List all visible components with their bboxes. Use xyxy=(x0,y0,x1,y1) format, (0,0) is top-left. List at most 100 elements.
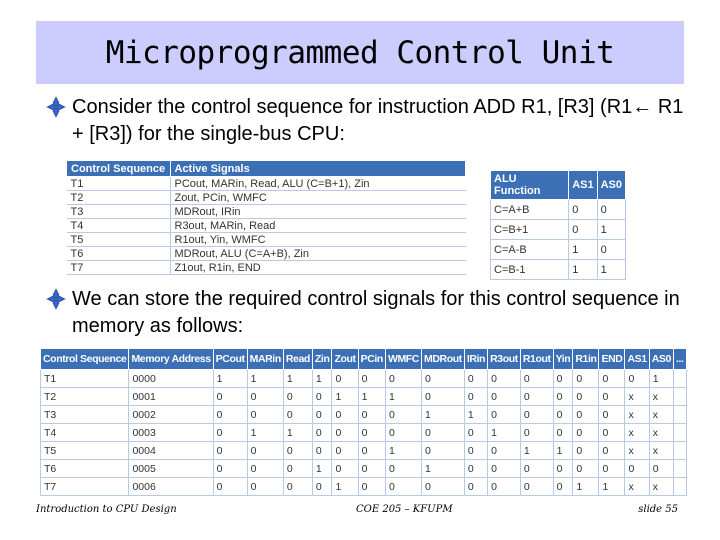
table-cell: 0 xyxy=(519,387,554,406)
table-cell: 0 xyxy=(212,387,248,406)
table-cell: 0 xyxy=(598,405,626,424)
column-header: Zout xyxy=(331,348,359,370)
table-cell: 0 xyxy=(598,423,626,442)
table-cell: 1 xyxy=(246,369,284,388)
table-cell: 0 xyxy=(568,219,598,240)
table-cell: 0 xyxy=(552,387,574,406)
table-cell: C=B-1 xyxy=(489,259,570,280)
table-cell: 1 xyxy=(311,459,333,478)
table-cell: T3 xyxy=(66,204,171,219)
table-cell: T7 xyxy=(39,477,130,496)
bullet-2-text: We can store the required control signal… xyxy=(72,288,680,337)
table-cell: 0 xyxy=(246,477,284,496)
table-cell: 0 xyxy=(487,459,521,478)
table-cell: 1 xyxy=(331,477,359,496)
table-cell: 1 xyxy=(311,369,333,388)
table-cell: 0 xyxy=(357,405,386,424)
diamond-bullet-icon xyxy=(46,288,66,310)
table-cell: 1 xyxy=(568,259,598,280)
table-cell: 0 xyxy=(624,459,650,478)
table-cell: 0 xyxy=(311,477,333,496)
table-cell: 0 xyxy=(212,441,248,460)
table-cell: 0 xyxy=(384,405,423,424)
table-cell: 0 xyxy=(648,459,674,478)
table-cell: 0 xyxy=(421,477,465,496)
table-cell: 0 xyxy=(552,405,574,424)
table-cell: 0 xyxy=(552,369,574,388)
table-cell: Z1out, R1in, END xyxy=(170,260,466,275)
table-cell: 0 xyxy=(311,441,333,460)
table-cell: 0 xyxy=(552,423,574,442)
table-cell: 0 xyxy=(357,423,386,442)
table-cell: 0 xyxy=(598,441,626,460)
table-cell: 0 xyxy=(282,387,313,406)
table-cell: MDRout, IRin xyxy=(170,204,466,219)
table-cell: 1 xyxy=(519,441,554,460)
table-cell: 0 xyxy=(246,459,284,478)
table-cell: 1 xyxy=(487,423,521,442)
table-cell: 0 xyxy=(212,423,248,442)
slide-title: Microprogrammed Control Unit xyxy=(105,34,615,71)
table-cell: 0 xyxy=(519,405,554,424)
table-cell: 0 xyxy=(596,199,627,220)
table-cell: 0 xyxy=(282,405,313,424)
table-cell: 0 xyxy=(384,477,423,496)
table-cell: 0 xyxy=(282,441,313,460)
table-cell: 0003 xyxy=(128,423,214,442)
table-cell xyxy=(672,459,687,478)
table-cell: 1 xyxy=(384,387,423,406)
footer-course-code: COE 205 – KFUPM xyxy=(356,504,453,515)
table-cell: T3 xyxy=(39,405,130,424)
column-header: MDRout xyxy=(421,348,465,370)
column-header: PCout xyxy=(212,348,248,370)
table-cell: 0 xyxy=(212,477,248,496)
table-cell: x xyxy=(648,423,674,442)
table-cell xyxy=(672,405,687,424)
table-cell: 0002 xyxy=(128,405,214,424)
table-cell: T5 xyxy=(66,232,171,247)
table-cell: 1 xyxy=(357,387,386,406)
table-cell: 1 xyxy=(282,423,313,442)
table-cell: 1 xyxy=(282,369,313,388)
table-cell: 1 xyxy=(596,219,627,240)
table-cell: 0 xyxy=(246,387,284,406)
table-cell: 1 xyxy=(596,259,627,280)
table-cell: 0 xyxy=(421,423,465,442)
table-cell: x xyxy=(648,477,674,496)
table-cell: 0005 xyxy=(128,459,214,478)
table-cell: 0 xyxy=(384,369,423,388)
table-cell: 0 xyxy=(384,459,423,478)
table-cell: 0 xyxy=(331,423,359,442)
table-cell: T4 xyxy=(39,423,130,442)
table-cell: 0006 xyxy=(128,477,214,496)
column-header: PCin xyxy=(357,348,386,370)
column-header: AS0 xyxy=(596,170,627,200)
column-header: ALU Function xyxy=(489,170,570,200)
diamond-bullet-icon xyxy=(46,96,66,118)
table-cell: 0 xyxy=(463,369,489,388)
table-cell: 0 xyxy=(624,369,650,388)
bullet-1-text: Consider the control sequence for instru… xyxy=(72,96,684,145)
table-cell: 0 xyxy=(311,387,333,406)
table-cell xyxy=(672,369,687,388)
table-cell: x xyxy=(624,387,650,406)
table-cell: 0 xyxy=(572,423,600,442)
column-header: MARin xyxy=(246,348,284,370)
table-cell: 0 xyxy=(463,387,489,406)
column-header: AS1 xyxy=(568,170,598,200)
footer-slide-number: slide 55 xyxy=(638,504,678,515)
table-cell: 1 xyxy=(421,405,465,424)
column-header: Control Sequence xyxy=(66,160,171,177)
table-cell: 0 xyxy=(282,477,313,496)
table-cell: T4 xyxy=(66,218,171,233)
table-cell: 0 xyxy=(487,405,521,424)
table-cell: 0 xyxy=(572,441,600,460)
table-cell: 1 xyxy=(331,387,359,406)
column-header: R1in xyxy=(572,348,600,370)
